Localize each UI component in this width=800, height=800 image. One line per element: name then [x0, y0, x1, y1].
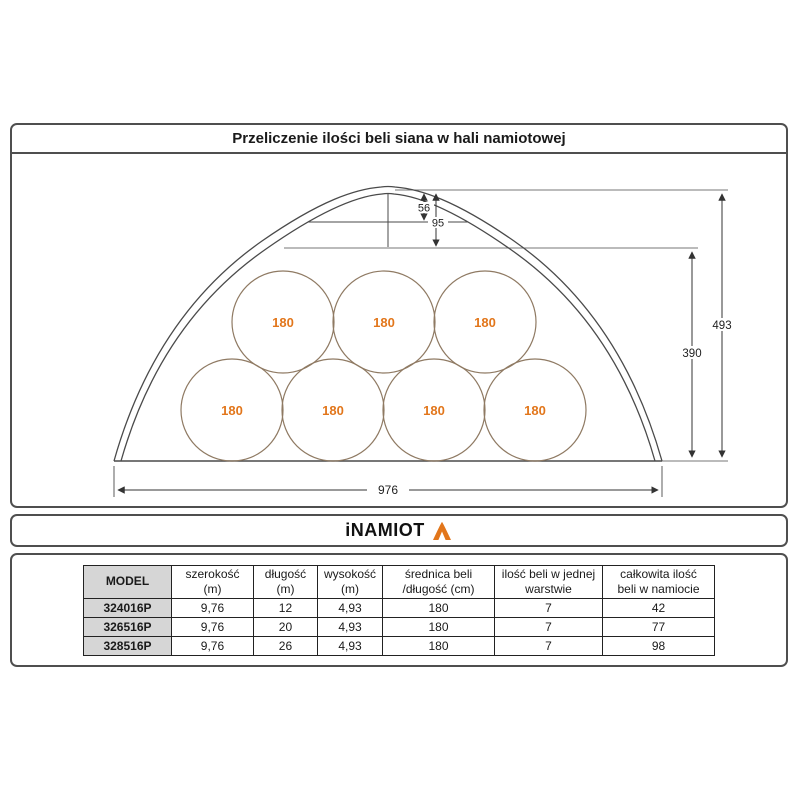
cell-total-bales: 98 [602, 635, 715, 656]
cell-width: 9,76 [170, 635, 254, 656]
cell-width: 9,76 [170, 597, 254, 618]
header-height: wysokość (m) [316, 564, 384, 599]
cell-height: 4,93 [316, 597, 384, 618]
cell-model: 324016P [82, 597, 172, 618]
table-row: 324016P 9,76 12 4,93 180 7 42 [82, 597, 715, 618]
table-panel: MODEL szerokość (m) długość (m) wysokość… [10, 553, 788, 667]
cell-height: 4,93 [316, 616, 384, 637]
cell-model: 326516P [82, 616, 172, 637]
cell-bale-diameter: 180 [382, 597, 495, 618]
logo-panel: iNAMIOT [10, 514, 788, 547]
bales-table: MODEL szerokość (m) długość (m) wysokość… [82, 564, 715, 656]
cell-bales-per-layer: 7 [494, 635, 603, 656]
cell-total-bales: 42 [602, 597, 715, 618]
cell-bales-per-layer: 7 [494, 597, 603, 618]
diagram-panel: Przeliczenie ilości beli siana w hali na… [10, 123, 788, 508]
table-header-row: MODEL szerokość (m) długość (m) wysokość… [82, 564, 715, 599]
cell-height: 4,93 [316, 635, 384, 656]
cell-total-bales: 77 [602, 616, 715, 637]
page-title: Przeliczenie ilości beli siana w hali na… [12, 125, 786, 154]
header-total-bales: całkowita ilość beli w namiocie [602, 564, 715, 599]
header-bales-per-layer: ilość beli w jednej warstwie [494, 564, 603, 599]
header-length: długość (m) [252, 564, 318, 599]
tent-logo-icon [432, 521, 451, 540]
header-bale-diameter: średnica beli /długość (cm) [382, 564, 495, 599]
table-row: 326516P 9,76 20 4,93 180 7 77 [82, 616, 715, 637]
cell-length: 12 [252, 597, 318, 618]
header-model: MODEL [82, 564, 172, 599]
cell-bales-per-layer: 7 [494, 616, 603, 637]
cell-length: 26 [252, 635, 318, 656]
logo-text: iNAMIOT [345, 520, 425, 540]
cell-bale-diameter: 180 [382, 635, 495, 656]
table-row: 328516P 9,76 26 4,93 180 7 98 [82, 635, 715, 656]
cell-width: 9,76 [170, 616, 254, 637]
cell-bale-diameter: 180 [382, 616, 495, 637]
cell-length: 20 [252, 616, 318, 637]
header-width: szerokość (m) [170, 564, 254, 599]
cell-model: 328516P [82, 635, 172, 656]
